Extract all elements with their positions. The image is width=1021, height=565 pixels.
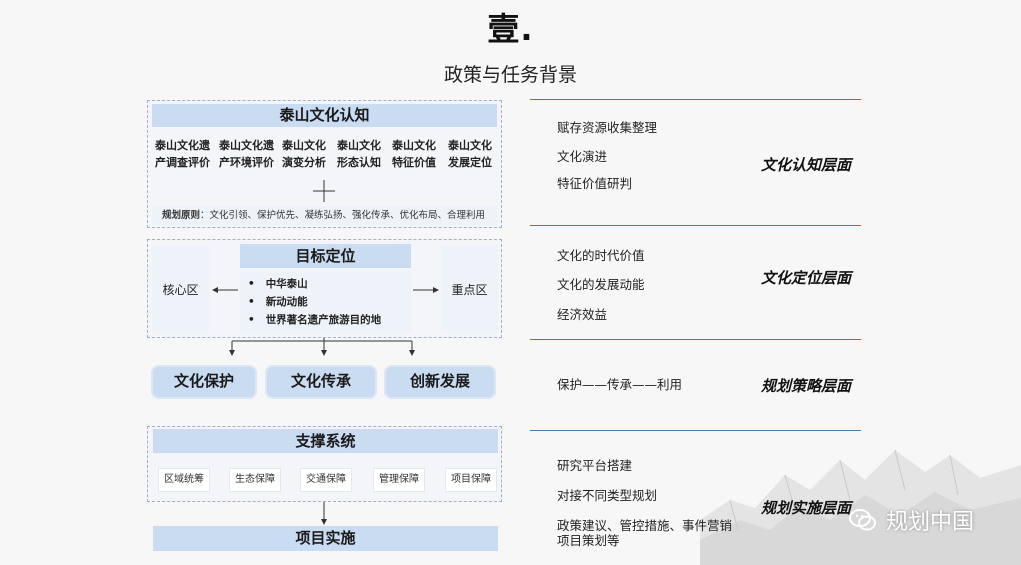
watermark-text: 规划中国 — [886, 510, 975, 535]
goal-bullet: • 世界著名遗产旅游目的地 — [248, 314, 382, 326]
support-title: 支撑系统 — [153, 429, 498, 453]
wechat-icon — [849, 509, 876, 531]
cognition-item: 泰山文化特征价值 — [392, 139, 436, 169]
layer-title: 文化认知层面 — [761, 156, 852, 174]
support-item: 交通保障 — [300, 468, 352, 492]
mountain-backdrop — [700, 449, 1021, 565]
strategy-inheritance: 文化传承 — [265, 365, 377, 399]
layer-detail: 研究平台搭建 — [557, 458, 633, 473]
key-zone: 重点区 — [441, 246, 498, 333]
layer-detail: 文化演进 — [557, 149, 608, 164]
layer-detail: 赋存资源收集整理 — [557, 120, 658, 135]
principle-row: 规划原则：文化引领、保护优先、凝练弘扬、强化传承、优化布局、合理利用 — [152, 206, 497, 225]
support-item: 管理保障 — [373, 468, 425, 492]
divider-line — [530, 339, 861, 340]
layer-detail: 保护——传承——利用 — [557, 377, 683, 392]
implementation-title: 项目实施 — [153, 526, 498, 551]
support-item: 区域统筹 — [158, 468, 210, 492]
layer-detail: 政策建议、管控措施、事件营销 — [557, 518, 733, 533]
layer-title: 规划实施层面 — [761, 499, 852, 517]
positioning-title: 目标定位 — [240, 244, 411, 268]
cognition-item: 泰山文化遗产环境评价 — [219, 139, 274, 169]
layer-title: 规划策略层面 — [761, 377, 852, 395]
cognition-item: 泰山文化发展定位 — [448, 139, 492, 169]
goal-list: • 中华泰山 • 新动动能 • 世界著名遗产旅游目的地 — [240, 271, 411, 333]
layer-detail: 特征价值研判 — [557, 176, 633, 191]
layer-detail: 对接不同类型规划 — [557, 488, 658, 503]
principle-text: ：文化引领、保护优先、凝练弘扬、强化传承、优化布局、合理利用 — [200, 210, 486, 221]
strategy-innovation: 创新发展 — [384, 365, 496, 399]
layer-detail: 文化的发展动能 — [557, 277, 645, 292]
divider-line — [530, 430, 861, 431]
layer-detail: 经济效益 — [557, 307, 608, 322]
goal-bullet: • 中华泰山 — [248, 278, 308, 290]
layer-title: 文化定位层面 — [761, 269, 852, 287]
key-zone-label: 重点区 — [451, 283, 488, 297]
core-zone-label: 核心区 — [162, 283, 199, 297]
cognition-title: 泰山文化认知 — [152, 104, 497, 127]
layer-detail: 文化的时代价值 — [557, 248, 645, 263]
support-item: 生态保障 — [229, 468, 281, 492]
strategy-protection: 文化保护 — [151, 365, 257, 399]
slide-number: 壹. — [487, 10, 534, 48]
core-zone: 核心区 — [152, 246, 209, 333]
plus-icon — [313, 180, 335, 202]
principle-label: 规划原则 — [162, 210, 201, 221]
divider-line — [530, 99, 861, 100]
divider-line — [530, 225, 861, 226]
layer-detail: 项目策划等 — [557, 533, 620, 548]
support-item: 项目保障 — [445, 468, 497, 492]
cognition-item: 泰山文化形态认知 — [337, 139, 381, 169]
slide-subtitle: 政策与任务背景 — [443, 64, 577, 86]
goal-bullet: • 新动动能 — [248, 296, 308, 308]
cognition-item: 泰山文化遗产调查评价 — [155, 139, 210, 169]
cognition-item: 泰山文化演变分析 — [282, 139, 326, 169]
